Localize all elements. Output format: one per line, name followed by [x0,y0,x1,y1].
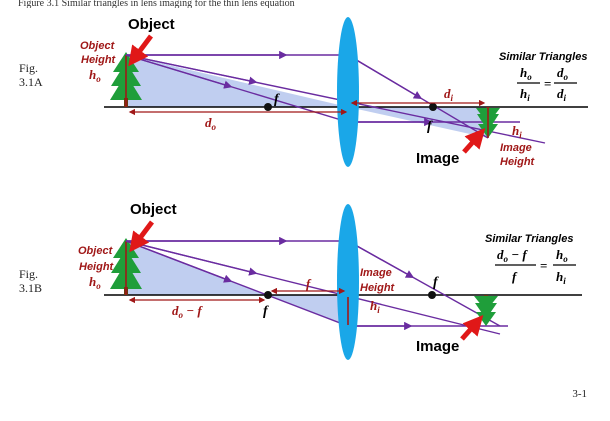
svg-text:ho: ho [520,65,532,82]
svg-text:=: = [544,76,551,91]
fig-a-caption-line2: 3.1A [19,75,43,89]
svg-text:hi: hi [520,86,530,103]
svg-text:di: di [557,86,567,103]
fig-a-image-pointer [462,128,486,154]
fig-a-do-label: do [205,115,217,132]
fig-a-f-label-right: f [427,119,433,134]
fig-a-ho-label: ho [89,67,101,84]
fig-b-object-pointer [129,220,154,253]
fig-b-object-height-label-2: Height [79,261,115,273]
svg-text:do: do [557,65,569,82]
fig-b-image-height-label-1: Image [360,267,392,279]
fig-a-image-label: Image [416,150,459,167]
fig-a-f-label-left: f [274,92,280,107]
fig-b-object-label: Object [130,201,177,218]
fig-a-object-pointer [128,34,153,67]
svg-text:do − f: do − f [497,247,528,264]
fig-a-object-height-label-2: Height [81,54,117,66]
fig-b: Object Object Height ho f f f do − f Ima… [78,201,582,360]
fig-a-lens [337,17,359,167]
svg-text:hi: hi [556,269,566,286]
fig-b-image-label: Image [416,338,459,355]
fig-b-image-pointer [460,315,484,341]
fig-b-f-label-right: f [433,275,439,290]
fig-b-similar-title: Similar Triangles [485,233,573,245]
fig-a-di-label: di [444,86,454,103]
fig-b-image-height-label-2: Height [360,282,396,294]
fig-a-hi-label: hi [512,123,522,140]
fig-a-focal-point-right [429,103,437,111]
fig-b-caption: Fig. 3.1B [19,267,42,295]
page-number: 3-1 [572,388,587,400]
fig-b-f-mid-label: f [306,276,312,291]
svg-text:f: f [512,269,518,284]
fig-b-caption-line1: Fig. [19,267,39,281]
fig-a-object-label: Object [128,16,175,33]
fig-b-caption-line2: 3.1B [19,281,43,295]
fig-a-focal-point-left [264,103,272,111]
fig-b-dof-label: do − f [172,303,203,320]
fig-a-image-height-label-1: Image [500,142,532,154]
fig-a-caption: Fig. 3.1A [19,61,43,89]
fig-a-similar-title: Similar Triangles [499,51,587,63]
fig-a: Object Object Height ho f f do di hi Ima… [80,16,588,168]
fig-b-lens [337,204,359,360]
svg-text:=: = [540,258,547,273]
svg-text:ho: ho [556,247,568,264]
fig-a-equation: ho hi = do di [517,65,577,103]
fig-b-f-label-left: f [263,304,269,319]
fig-b-object-height-label-1: Object [78,245,114,257]
fig-a-object-height-label-1: Object [80,40,116,52]
header-text-partial: Figure 3.1 Similar triangles in lens ima… [18,0,295,8]
fig-a-caption-line1: Fig. [19,61,39,75]
fig-b-ho-label: ho [89,274,101,291]
fig-b-equation: do − f f = ho hi [495,247,576,286]
fig-b-hi-label: hi [370,298,380,315]
fig-a-object-triangle [126,55,348,107]
fig-a-image-height-label-2: Height [500,156,536,168]
fig-b-focal-point-right [428,291,436,299]
fig-b-focal-point-left [264,291,272,299]
